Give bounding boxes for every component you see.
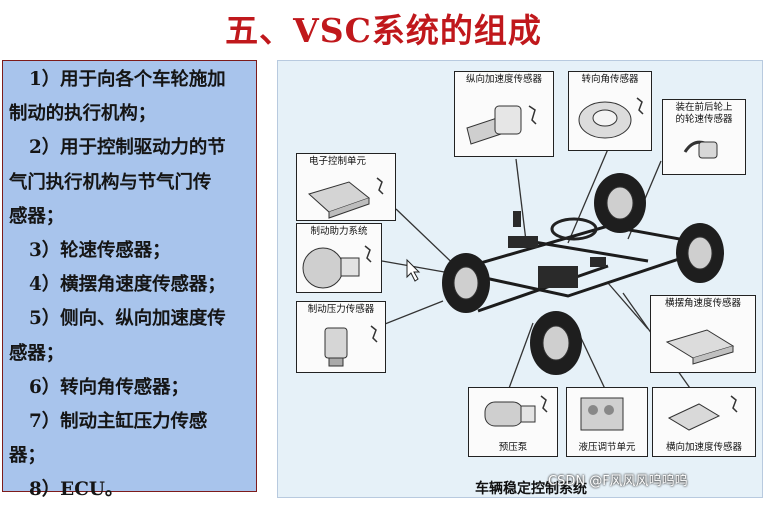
ecu-callout: 电子控制单元 [296, 153, 396, 221]
component-list: 1）用于向各个车轮施加制动的执行机构；2）用于控制驱动力的节气门执行机构与节气门… [3, 61, 256, 508]
hydraulic-unit-callout: 液压调节单元 [566, 387, 648, 457]
sensor-icon [653, 312, 755, 370]
list-line: 1）用于向各个车轮施加 [9, 63, 252, 97]
list-line: 5）侧向、纵向加速度传 [9, 302, 252, 336]
booster-icon [299, 240, 381, 292]
sensor-icon [457, 88, 553, 154]
watermark: CSDN @F风风风呜呜呜 [548, 470, 688, 489]
list-line: 制动的执行机构； [9, 97, 252, 131]
list-line: 6）转向角传感器； [9, 371, 252, 405]
callout-label: 横向加速度传感器 [653, 442, 755, 454]
sensor-icon [299, 318, 385, 372]
slide-title: 五、VSC系统的组成 [0, 4, 767, 48]
lateral-accel-sensor-callout: 横向加速度传感器 [652, 387, 756, 457]
list-line: 3）轮速传感器； [9, 234, 252, 268]
callout-label-line: 装在前后轮上 [663, 102, 745, 114]
callout-label: 液压调节单元 [567, 442, 647, 454]
list-line: 气门执行机构与节气门传 [9, 166, 252, 200]
pump-icon [471, 390, 557, 442]
sensor-icon [665, 128, 745, 174]
wheel-speed-sensor-callout: 装在前后轮上 的轮速传感器 [662, 99, 746, 175]
vsc-diagram: 纵向加速度传感器 转向角传感器 装在前后轮上 的轮速传感器 电子控制单元 [277, 60, 763, 498]
yaw-rate-sensor-callout: 横摆角速度传感器 [650, 295, 756, 373]
callout-label: 装在前后轮上 的轮速传感器 [663, 102, 745, 126]
callout-label: 预压泵 [469, 442, 557, 454]
steering-angle-sensor-callout: 转向角传感器 [568, 71, 652, 151]
sensor-icon [655, 390, 755, 442]
callout-label-line: 的轮速传感器 [663, 114, 745, 126]
callout-label: 制动助力系统 [297, 226, 381, 238]
list-line: 感器； [9, 200, 252, 234]
callout-label: 横摆角速度传感器 [651, 298, 755, 310]
list-line: 器； [9, 439, 252, 473]
list-line: 2）用于控制驱动力的节 [9, 131, 252, 165]
pre-pump-callout: 预压泵 [468, 387, 558, 457]
longitudinal-accel-sensor-callout: 纵向加速度传感器 [454, 71, 554, 157]
callout-label: 制动压力传感器 [297, 304, 385, 316]
component-list-panel: 1）用于向各个车轮施加制动的执行机构；2）用于控制驱动力的节气门执行机构与节气门… [2, 60, 257, 492]
list-line: 7）制动主缸压力传感 [9, 405, 252, 439]
list-line: 8）ECU。 [9, 473, 252, 507]
callout-label: 转向角传感器 [569, 74, 651, 86]
brake-pressure-sensor-callout: 制动压力传感器 [296, 301, 386, 373]
callout-label: 电子控制单元 [297, 156, 395, 168]
callout-label: 纵向加速度传感器 [455, 74, 553, 86]
list-line: 4）横摆角速度传感器； [9, 268, 252, 302]
brake-booster-callout: 制动助力系统 [296, 223, 382, 293]
hydraulic-unit-icon [569, 390, 647, 442]
sensor-icon [571, 88, 651, 148]
ecu-icon [299, 170, 395, 220]
list-line: 感器； [9, 337, 252, 371]
